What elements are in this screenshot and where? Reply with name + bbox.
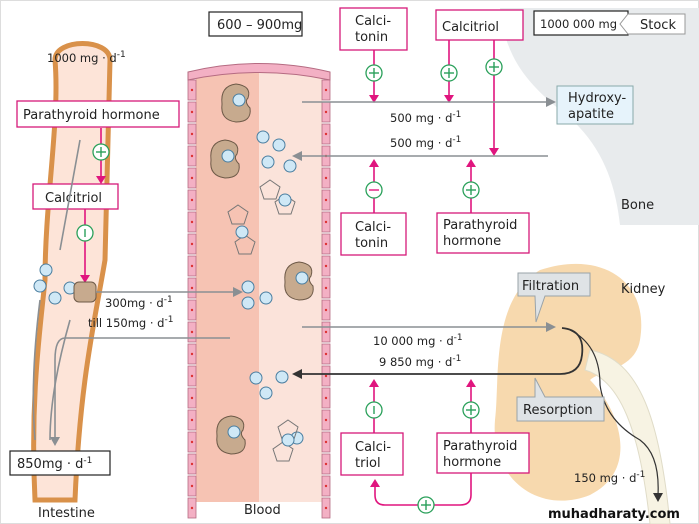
kidney-calcitriol-label: Calci-triol <box>355 440 391 471</box>
wall-cell-nucleus <box>190 154 194 158</box>
calcium-ion <box>283 159 297 173</box>
intestine-pth-label: Parathyroid hormone <box>23 108 160 123</box>
wall-cell-nucleus <box>324 396 328 400</box>
wall-cell-nucleus <box>324 286 328 290</box>
top-calcitonin-label: Calci-tonin <box>355 14 391 45</box>
filtration-label: Filtration <box>522 279 579 294</box>
calcium-ion <box>278 193 292 207</box>
intake-label: 1000 mg · d-1 <box>47 50 126 65</box>
wall-cell-nucleus <box>190 330 194 334</box>
calcium-ion <box>39 263 53 277</box>
release-label: 500 mg · d-1 <box>390 135 461 150</box>
kidney-shape <box>494 263 642 501</box>
wall-cell-nucleus <box>324 352 328 356</box>
intestine-calcitriol-label: Calcitriol <box>45 191 102 206</box>
calcium-ion <box>235 225 249 239</box>
wall-cell-nucleus <box>324 198 328 202</box>
calcium-ion <box>241 280 255 294</box>
wall-cell-nucleus <box>324 88 328 92</box>
calcium-ion <box>281 433 295 447</box>
protein-complex <box>274 194 296 215</box>
calcium-ion <box>232 93 246 107</box>
calcium-ion <box>295 271 309 285</box>
absorb-label: 300mg · d-1 <box>105 295 173 310</box>
wall-cell-nucleus <box>190 374 194 378</box>
wall-cell-nucleus <box>190 132 194 136</box>
wall-cell-nucleus <box>324 484 328 488</box>
stock-value: 1000 000 mg <box>540 17 617 31</box>
top-calcitriol-label: Calcitriol <box>442 20 499 35</box>
wall-cell-nucleus <box>190 418 194 422</box>
wall-cell-nucleus <box>324 418 328 422</box>
wall-cell-nucleus <box>190 220 194 224</box>
wall-cell-nucleus <box>190 176 194 180</box>
wall-cell-nucleus <box>190 396 194 400</box>
wall-cell-nucleus <box>324 308 328 312</box>
wall-cell-nucleus <box>190 264 194 268</box>
calcium-ion <box>259 386 273 400</box>
blood-label: Blood <box>244 503 281 518</box>
calcium-ion <box>256 130 270 144</box>
calcium-channel <box>73 281 97 303</box>
hydroxyapatite-label: Hydroxy-apatite <box>568 91 626 122</box>
resorbed-label: 9 850 mg · d-1 <box>379 354 461 369</box>
wall-cell-nucleus <box>190 506 194 510</box>
calcium-ion <box>241 296 255 310</box>
wall-cell-nucleus <box>324 132 328 136</box>
wall-cell-nucleus <box>324 264 328 268</box>
filtered-label: 10 000 mg · d-1 <box>373 333 463 348</box>
urine-label: 150 mg · d-1 <box>574 470 645 485</box>
wall-cell-nucleus <box>190 308 194 312</box>
ureter <box>584 349 671 524</box>
calcium-ion <box>227 425 241 439</box>
vessel-wall <box>187 79 331 519</box>
calcium-ion <box>275 370 289 384</box>
wall-cell-nucleus <box>324 440 328 444</box>
wall-cell-nucleus <box>324 330 328 334</box>
protein-complex <box>272 441 294 462</box>
wall-cell-nucleus <box>190 286 194 290</box>
watermark: muhadharaty.com <box>548 507 680 522</box>
secrete-label: till 150mg · d-1 <box>88 315 173 330</box>
wall-cell-nucleus <box>190 440 194 444</box>
protein-complex <box>227 204 249 225</box>
protein-complex <box>259 179 281 200</box>
calcium-ion <box>48 291 62 305</box>
wall-cell-nucleus <box>324 176 328 180</box>
calcium-ion <box>221 149 235 163</box>
bone-label: Bone <box>621 198 654 213</box>
wall-cell-nucleus <box>190 198 194 202</box>
blood-contents <box>33 83 314 462</box>
wall-cell-nucleus <box>190 462 194 466</box>
kidney-label: Kidney <box>621 282 666 297</box>
hydroxyapatite-box <box>556 85 634 125</box>
calcium-ion <box>33 279 47 293</box>
excretion-label: 850mg · d-1 <box>17 456 92 472</box>
wall-cell-nucleus <box>324 110 328 114</box>
wall-cell-nucleus <box>324 374 328 378</box>
wall-cell-nucleus <box>190 110 194 114</box>
bottom-calcitonin-label: Calci-tonin <box>355 220 391 251</box>
wall-cell-nucleus <box>324 462 328 466</box>
wall-cell-nucleus <box>324 220 328 224</box>
protein-complex <box>234 234 256 255</box>
stock-label: Stock <box>640 18 676 33</box>
wall-cell-nucleus <box>190 484 194 488</box>
calcium-ion <box>272 138 286 152</box>
wall-cell-nucleus <box>324 506 328 510</box>
calcium-ion <box>259 291 273 305</box>
wall-cell-nucleus <box>190 242 194 246</box>
wall-cell-nucleus <box>190 88 194 92</box>
calcium-ion <box>249 371 263 385</box>
resorption-label: Resorption <box>523 403 593 418</box>
calcium-ion <box>261 155 275 169</box>
deposit-label: 500 mg · d-1 <box>390 110 461 125</box>
blood-pool-label: 600 – 900mg <box>217 18 302 33</box>
wall-cell-nucleus <box>190 352 194 356</box>
wall-cell-nucleus <box>324 242 328 246</box>
intestine-label: Intestine <box>38 506 95 521</box>
